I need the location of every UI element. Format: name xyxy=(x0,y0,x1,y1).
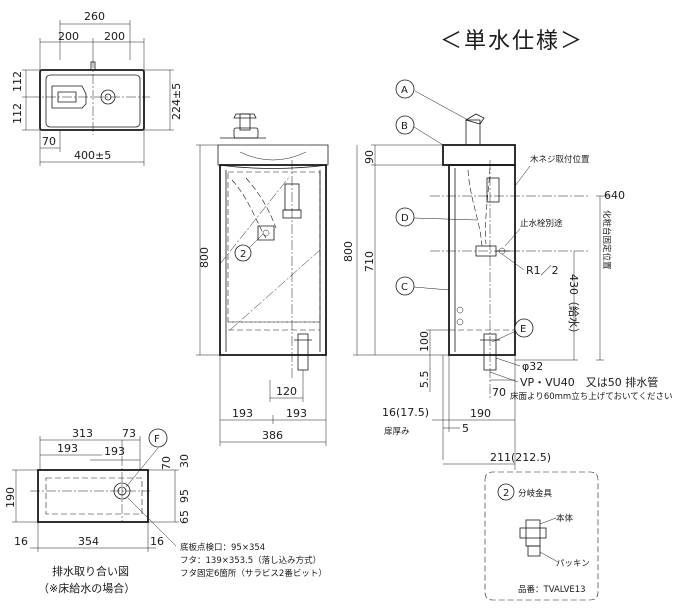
svg-text:F: F xyxy=(154,434,160,445)
dim-bot-354: 354 xyxy=(78,535,99,548)
label-door-thickness: 扉厚み xyxy=(384,426,410,437)
dim-top-h1: 112 xyxy=(11,71,24,92)
dim-supply-height: 430（給水） xyxy=(567,274,581,339)
dim-bot-73: 73 xyxy=(122,427,136,440)
dim-bot-30: 30 xyxy=(178,454,191,468)
label-dia: φ32 xyxy=(522,360,543,373)
note-3: フタ固定6箇所（サラビス2番ビット） xyxy=(180,568,327,579)
detail-box: 2 分岐金具 本体 パッキン 品番：TVALVE13 xyxy=(484,471,599,601)
detail-title: 分岐金具 xyxy=(518,488,553,499)
label-vp: VP・VU40 又は50 排水管 xyxy=(520,375,658,389)
note-2: フタ：139×353.5（落し込み方式） xyxy=(180,555,321,566)
dim-side-depth1: 190 xyxy=(470,407,491,420)
callout-b: B xyxy=(395,115,415,135)
label-r12: R1／2 xyxy=(526,264,559,277)
dim-door-thk: 16(17.5) xyxy=(382,406,429,419)
page-title: ＜単水仕様＞ xyxy=(440,29,584,54)
label-wood-screw: 木ネジ取付位置 xyxy=(530,154,590,165)
detail-packing-label: パッキン xyxy=(556,559,590,569)
dim-top-h2: 112 xyxy=(11,103,24,124)
detail-part-number: 品番：TVALVE13 xyxy=(518,584,586,595)
dim-top-offset: 70 xyxy=(42,135,56,148)
callout-f: F xyxy=(148,428,168,448)
callout-c: C xyxy=(395,276,415,296)
dim-drain-offset: 70 xyxy=(492,386,506,399)
label-floor: 床面より60mm立ち上げておいてください xyxy=(510,391,672,402)
dim-side-base: 100 xyxy=(418,331,431,352)
dim-front-drain: 120 xyxy=(276,385,297,398)
dim-bot-16-left: 16 xyxy=(14,535,28,548)
svg-text:B: B xyxy=(401,121,408,132)
side-view: A B D C E 木ネジ取付位置 止水栓別途 R1／2 φ32 VP・VU xyxy=(342,79,672,470)
dim-side-mid: 710 xyxy=(363,251,376,272)
svg-text:D: D xyxy=(401,213,409,224)
callout-d: D xyxy=(395,207,415,227)
dim-bot-70: 70 xyxy=(160,456,173,470)
top-view: 260 200 200 112 112 224±5 70 400±5 xyxy=(11,10,183,166)
svg-text:2: 2 xyxy=(503,488,509,499)
callout-a: A xyxy=(395,79,415,99)
dim-front-right: 193 xyxy=(286,407,307,420)
label-fix-position: 化粧台固定位置 xyxy=(601,210,612,270)
dim-bot-193b: 193 xyxy=(104,445,125,458)
dim-bot-95: 95 xyxy=(178,489,191,503)
dim-front-overall: 386 xyxy=(262,429,283,442)
dim-front-height: 800 xyxy=(198,247,211,268)
dim-top-overall: 260 xyxy=(84,10,105,23)
callout-2-front: 2 xyxy=(234,244,252,262)
callout-2-detail: 2 xyxy=(497,483,515,501)
svg-text:C: C xyxy=(401,282,408,293)
note-1: 底板点検口：95×354 xyxy=(180,542,265,553)
dim-top-right: 200 xyxy=(104,30,125,43)
detail-body-label: 本体 xyxy=(556,513,574,524)
caption-floor-supply: （※床給水の場合） xyxy=(38,581,135,595)
dim-side-plinth: 5.5 xyxy=(418,371,431,389)
dim-top-width: 400±5 xyxy=(74,149,111,162)
front-view: 2 800 120 193 193 386 xyxy=(196,113,329,446)
label-valve: 止水栓別途 xyxy=(520,218,563,229)
svg-text:2: 2 xyxy=(240,249,246,260)
dim-bot-16-right: 16 xyxy=(150,535,164,548)
dim-side-door2: 5 xyxy=(462,422,469,435)
dim-bot-65: 65 xyxy=(178,510,191,524)
dim-side-depth2: 211(212.5) xyxy=(490,451,551,464)
dim-side-top: 90 xyxy=(363,150,376,164)
dim-front-left: 193 xyxy=(232,407,253,420)
svg-text:E: E xyxy=(520,324,526,335)
callout-e: E xyxy=(514,318,534,338)
dim-top-left: 200 xyxy=(58,30,79,43)
svg-text:A: A xyxy=(401,85,408,96)
dim-bot-193a: 193 xyxy=(57,442,78,455)
dim-top-depth: 224±5 xyxy=(170,83,183,120)
dim-bot-313: 313 xyxy=(72,427,93,440)
bottom-view: 313 73 193 193 70 30 95 65 190 16 354 16… xyxy=(4,427,327,595)
dim-side-height: 800 xyxy=(342,241,355,262)
dim-wood-height: 640 xyxy=(604,189,625,202)
caption-drain: 排水取り合い図 xyxy=(52,564,129,578)
dim-bot-190: 190 xyxy=(4,487,17,508)
